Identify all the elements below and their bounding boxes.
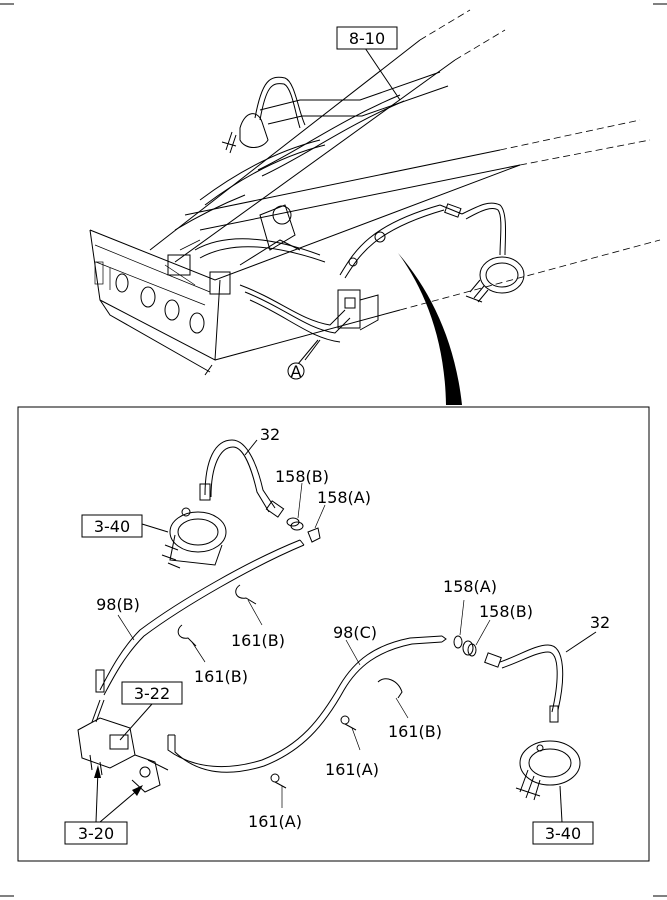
part-32-left-label: 32 (260, 425, 280, 444)
part-161a-2-label: 161(A) (248, 812, 302, 831)
brake-chamber-left (141, 507, 227, 569)
part-161b-1-label: 161(B) (231, 631, 285, 650)
detail-pointer-arrow (398, 253, 462, 405)
ref-3-40-right-label: 3-40 (545, 824, 581, 843)
part-158b-right-label: 158(B) (479, 602, 533, 621)
brake-chamber-upper-left (221, 76, 306, 154)
part-158a-left-label: 158(A) (317, 488, 371, 507)
fitting-158-right (453, 599, 491, 657)
marker-a: A (287, 339, 319, 381)
brake-chamber-upper-right (465, 256, 525, 303)
ref-3-40-left-label: 3-40 (94, 517, 130, 536)
callout-8-10: 8-10 (336, 26, 398, 50)
chassis-frame-view (89, 9, 661, 405)
part-161a-1-label: 161(A) (325, 760, 379, 779)
relay-valve-assembly (77, 717, 169, 793)
part-158a-right-label: 158(A) (443, 577, 497, 596)
part-161b-3-label: 161(B) (388, 722, 442, 741)
clip-161b-upper (177, 584, 263, 663)
clip-161a (270, 715, 361, 808)
brake-chamber-right (515, 740, 581, 823)
part-98c-label: 98(C) (333, 623, 377, 642)
ref-8-10-label: 8-10 (349, 29, 385, 48)
fitting-158-left (286, 482, 326, 543)
crop-marks (0, 3, 667, 897)
ref-3-22-label: 3-22 (134, 684, 170, 703)
detail-frame (17, 406, 650, 862)
valve-cluster (164, 204, 326, 295)
marker-a-label: A (291, 362, 302, 381)
ref-3-20-label: 3-20 (78, 824, 114, 843)
part-161b-2-label: 161(B) (194, 667, 248, 686)
part-158b-left-label: 158(B) (275, 467, 329, 486)
detail-view: 3-40 3-22 3-20 (64, 425, 610, 845)
part-98b-label: 98(B) (96, 595, 140, 614)
part-32-right-label: 32 (590, 613, 610, 632)
